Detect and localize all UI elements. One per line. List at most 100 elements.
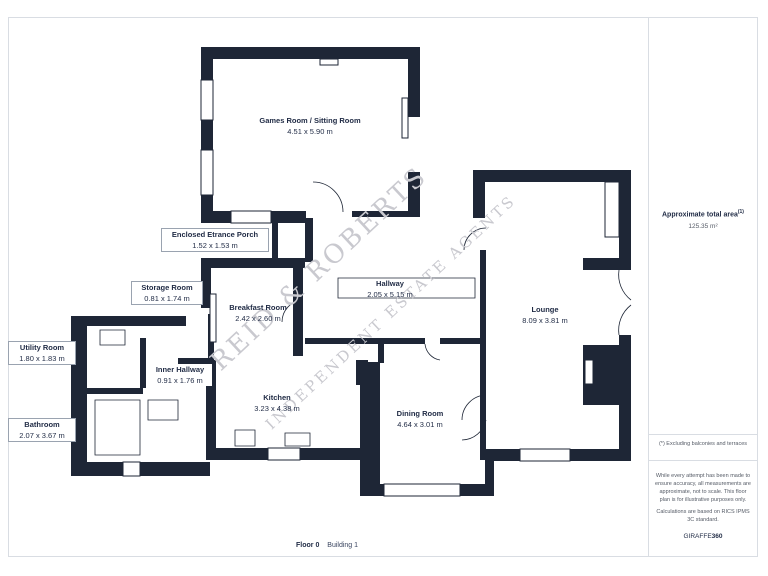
room-name: Kitchen: [263, 393, 291, 402]
room-name: Bathroom: [24, 420, 60, 429]
room-name: Enclosed Etrance Porch: [171, 230, 259, 239]
wall: [480, 250, 486, 460]
room-label-dining: Dining Room 4.64 x 3.01 m: [384, 408, 456, 430]
wall: [440, 338, 485, 344]
room-name: Storage Room: [141, 283, 193, 292]
wall: [408, 172, 420, 217]
room-label-inner-hallway: Inner Hallway 0.91 x 1.76 m: [148, 364, 212, 386]
area-value: 125.35 m²: [688, 223, 718, 231]
hob: [234, 429, 256, 447]
door-swing: [618, 304, 632, 336]
floor-footer: Floor 0 Building 1: [296, 542, 358, 549]
window: [267, 447, 301, 461]
door-swing: [424, 343, 441, 361]
area-marker: (1): [737, 209, 744, 215]
sidebar-rule: [649, 434, 757, 435]
window: [519, 448, 571, 462]
room-dims: 2.42 x 2.60 m: [235, 314, 281, 323]
wall: [206, 360, 216, 460]
window: [604, 181, 620, 238]
room-dims: 4.51 x 5.90 m: [287, 127, 333, 136]
wall: [473, 170, 485, 218]
sidebar-divider: [648, 17, 649, 557]
wall: [71, 462, 123, 476]
room-label-storage: Storage Room 0.81 x 1.74 m: [131, 281, 203, 305]
shower: [94, 399, 141, 456]
appliance: [99, 329, 126, 346]
wall: [408, 47, 420, 117]
sink: [284, 432, 311, 447]
room-dims: 0.91 x 1.76 m: [157, 376, 203, 385]
room-label-hallway: Hallway 2.05 x 5.15 m: [350, 278, 430, 300]
fireplace: [584, 359, 594, 385]
room-dims: 1.80 x 1.83 m: [19, 354, 65, 363]
room-dims: 2.05 x 5.15 m: [367, 290, 413, 299]
door-swing: [312, 181, 344, 213]
room-label-breakfast: Breakfast Room 2.42 x 2.60 m: [218, 302, 298, 324]
wall: [305, 218, 313, 262]
wall: [378, 343, 384, 363]
door-swing: [461, 419, 487, 441]
wall: [356, 360, 368, 385]
wall: [583, 258, 631, 270]
fireplace: [319, 58, 339, 66]
wall: [201, 258, 211, 308]
wall: [208, 448, 268, 460]
sidebar-rule: [649, 460, 757, 461]
wall: [300, 448, 368, 460]
room-dims: 8.09 x 3.81 m: [522, 316, 568, 325]
room-dims: 4.64 x 3.01 m: [397, 420, 443, 429]
room-name: Breakfast Room: [229, 303, 287, 312]
door-gap: [122, 461, 141, 477]
door-swing: [461, 394, 487, 421]
room-name: Lounge: [531, 305, 559, 314]
room-name: Inner Hallway: [155, 365, 205, 374]
wall: [140, 338, 146, 388]
brand-prefix: GIRAFFE: [683, 533, 712, 540]
accuracy-note: While every attempt has been made to ens…: [655, 473, 751, 503]
wall: [293, 268, 303, 356]
wall: [83, 388, 143, 394]
room-name: Hallway: [376, 279, 404, 288]
wall: [178, 358, 210, 364]
room-label-games: Games Room / Sitting Room 4.51 x 5.90 m: [240, 115, 380, 137]
calc-note: Calculations are based on RICS IPMS 3C s…: [656, 509, 750, 523]
wall: [473, 170, 631, 182]
room-dims: 2.07 x 3.67 m: [19, 431, 65, 440]
window: [383, 483, 461, 497]
area-title: Approximate total area(1): [662, 209, 744, 219]
wall: [201, 47, 213, 223]
room-dims: 1.52 x 1.53 m: [192, 241, 238, 250]
wall: [201, 47, 420, 59]
window: [200, 79, 214, 121]
brand-logo: GIRAFFE360: [652, 532, 754, 541]
door-swing: [463, 227, 487, 251]
total-area: Approximate total area(1) 125.35 m²: [652, 208, 754, 231]
wall: [71, 316, 87, 476]
door-swing: [281, 299, 304, 323]
room-label-lounge: Lounge 8.09 x 3.81 m: [505, 304, 585, 326]
wall: [485, 449, 494, 496]
room-name: Utility Room: [19, 343, 65, 352]
wall: [305, 338, 425, 344]
wall: [360, 484, 384, 496]
window: [230, 210, 272, 224]
window: [401, 97, 409, 139]
wall: [140, 462, 210, 476]
building-label: Building 1: [327, 542, 359, 549]
floor-label: Floor 0: [296, 542, 320, 549]
window: [200, 149, 214, 196]
room-name: Dining Room: [396, 409, 444, 418]
basin: [147, 399, 179, 421]
room-label-kitchen: Kitchen 3.23 x 4.38 m: [240, 392, 314, 414]
wall: [352, 211, 420, 217]
window: [209, 293, 217, 343]
room-name: Games Room / Sitting Room: [259, 116, 361, 125]
room-label-utility: Utility Room 1.80 x 1.83 m: [8, 341, 76, 365]
wall: [619, 170, 631, 270]
wall: [201, 258, 305, 268]
wall: [71, 316, 186, 326]
room-dims: 3.23 x 4.38 m: [254, 404, 300, 413]
room-dims: 0.81 x 1.74 m: [144, 294, 190, 303]
plan-frame: [8, 17, 758, 557]
